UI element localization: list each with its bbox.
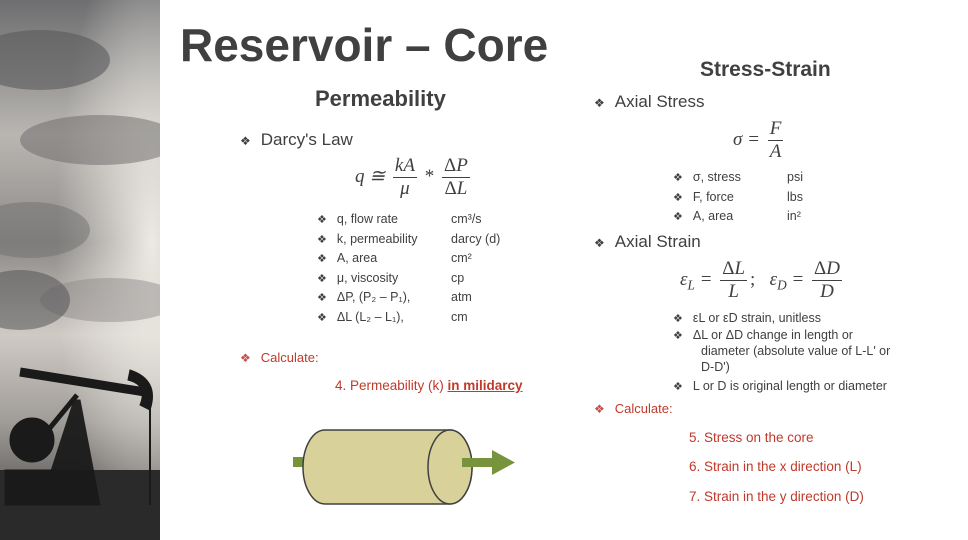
list-item-continued: diameter (absolute value of L-L' or xyxy=(701,344,891,358)
problem-7: 7. Strain in the y direction (D) xyxy=(689,489,864,504)
problem-6: 6. Strain in the x direction (L) xyxy=(689,459,862,474)
list-item: ❖εL or εD strain, unitless xyxy=(673,311,821,325)
darcy-law-label: Darcy's Law xyxy=(260,130,353,149)
problem-5: 5. Stress on the core xyxy=(689,430,814,445)
diamond-bullet-icon: ❖ xyxy=(594,402,605,416)
calculate-label-right: ❖Calculate: xyxy=(594,401,673,416)
diamond-bullet-icon: ❖ xyxy=(594,236,605,250)
diamond-bullet-icon: ❖ xyxy=(594,96,605,110)
problem-4: 4. Permeability (k) in milidarcy xyxy=(335,378,523,393)
stress-strain-heading: Stress-Strain xyxy=(700,58,831,81)
calculate-label-left: ❖Calculate: xyxy=(240,350,319,365)
permeability-heading: Permeability xyxy=(315,86,446,111)
side-photo-oil-pump xyxy=(0,0,160,540)
slide-title: Reservoir – Core xyxy=(180,19,549,71)
core-sample-diagram xyxy=(293,429,515,505)
axial-strain-bullet: ❖Axial Strain xyxy=(594,232,701,251)
diamond-bullet-icon: ❖ xyxy=(240,351,251,365)
axial-stress-bullet: ❖Axial Stress xyxy=(594,92,705,111)
list-item-continued: D-D') xyxy=(701,360,730,374)
list-item: ❖ΔL (L₂ – L₁),cm xyxy=(317,309,468,324)
list-item: ❖ΔL or ΔD change in length or xyxy=(673,328,853,342)
diamond-bullet-icon: ❖ xyxy=(240,134,251,148)
list-item: ❖L or D is original length or diameter xyxy=(673,379,887,393)
outflow-arrow-shaft xyxy=(462,458,492,467)
list-item: ❖ΔP, (P₂ – P₁),atm xyxy=(317,290,472,305)
strain-notes-list: ❖εL or εD strain, unitless ❖ΔL or ΔD cha… xyxy=(673,309,933,395)
outflow-arrow-head xyxy=(492,450,515,475)
darcy-law-bullet: ❖ Darcy's Law xyxy=(240,130,353,150)
